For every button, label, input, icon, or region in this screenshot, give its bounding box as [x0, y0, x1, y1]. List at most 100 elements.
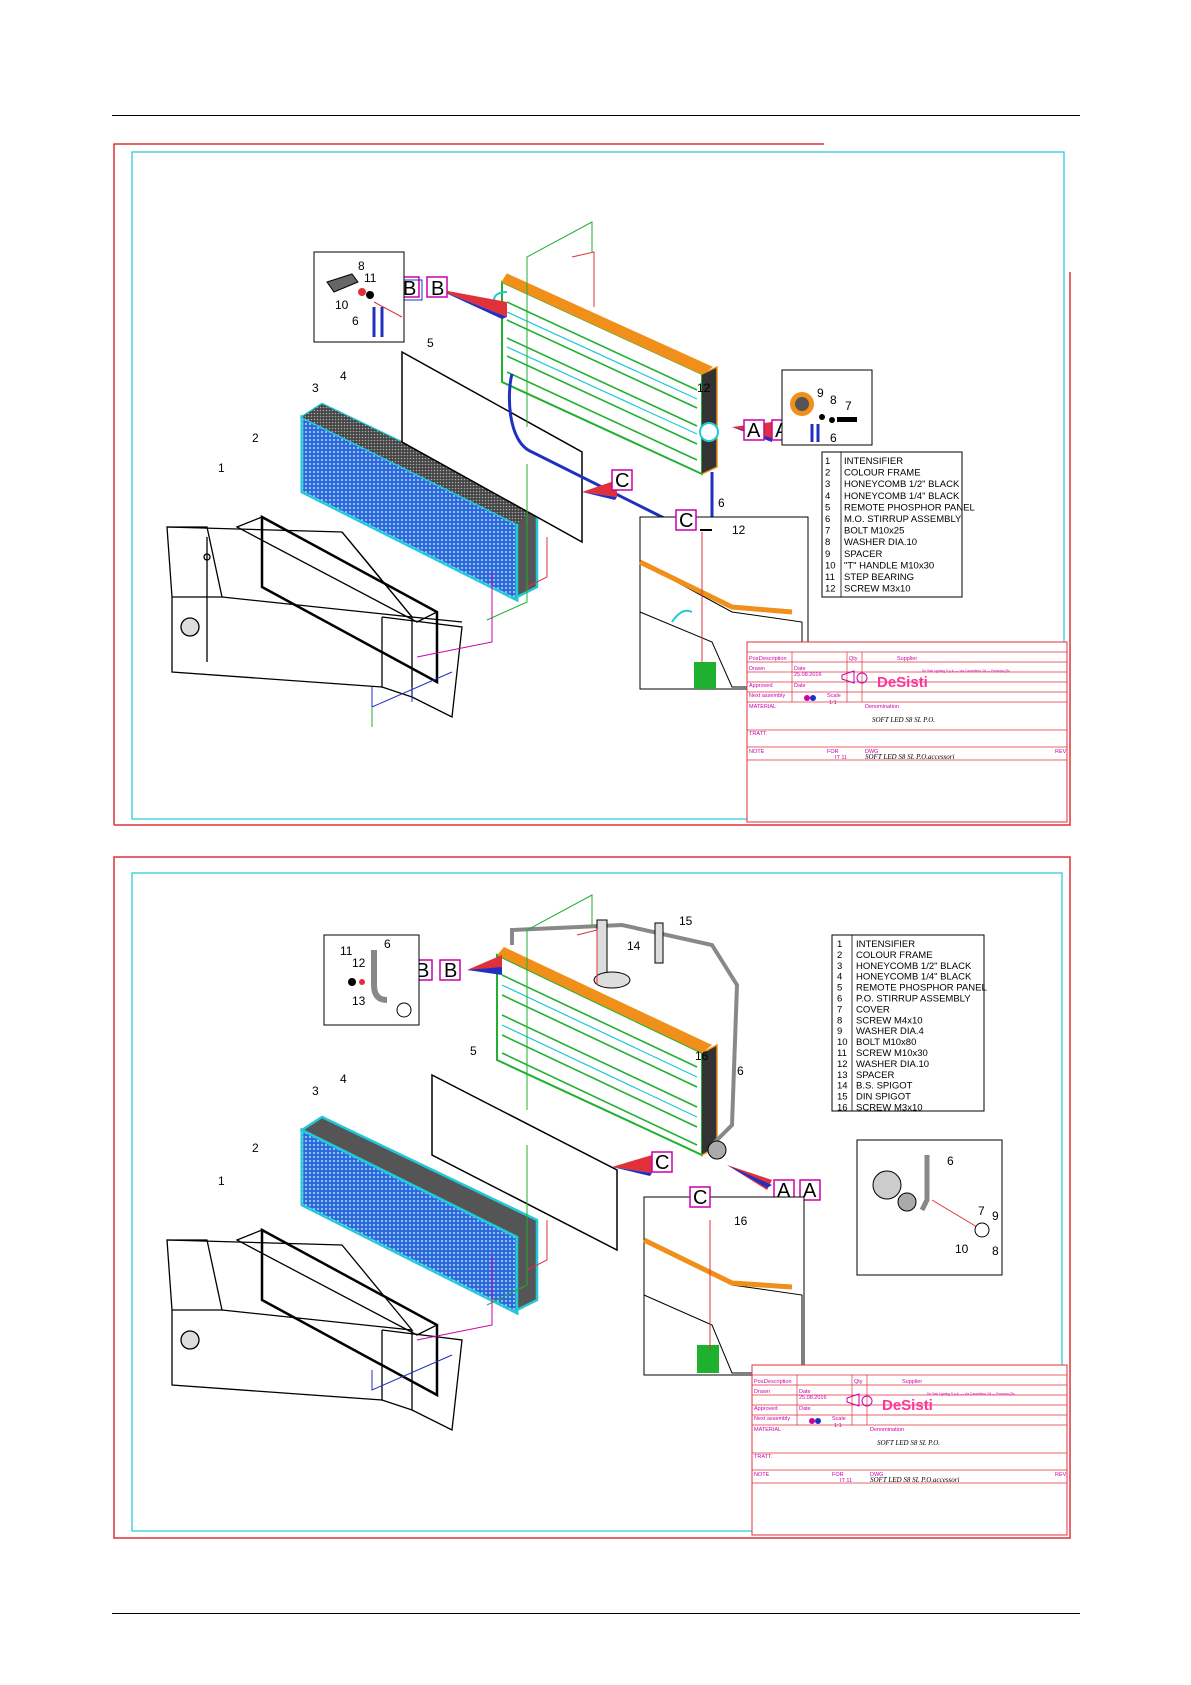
title-block-field: Description	[759, 656, 787, 662]
legend-item-number: 9	[825, 549, 830, 560]
fixture-body	[493, 273, 719, 534]
title-block-field: 1:1	[829, 700, 837, 706]
legend-item-name: SCREW M10x30	[856, 1048, 928, 1059]
svg-text:6: 6	[352, 314, 359, 328]
drawing-sheet-1: B B A A C 1 2 3 4 5 6 12 8 11 10 6	[112, 142, 1072, 827]
svg-text:C: C	[693, 1187, 707, 1209]
title-block-field: Qty	[849, 656, 858, 662]
legend-item-name: DIN SPIGOT	[856, 1092, 911, 1103]
legend-item-number: 2	[825, 468, 830, 479]
title-block-field: Scale	[827, 693, 841, 699]
legend-item-name: INTENSIFIER	[856, 939, 915, 950]
legend-item-name: REMOTE PHOSPHOR PANEL	[844, 502, 975, 513]
title-block-field: NOTE	[749, 749, 765, 755]
title-block-field: Date	[794, 666, 806, 672]
legend-item-number: 7	[825, 526, 830, 537]
title-block-field: IT 11	[840, 1478, 852, 1484]
top-rule	[112, 115, 1080, 116]
legend-item-number: 12	[825, 584, 836, 595]
legend-item-name: COVER	[856, 1004, 890, 1015]
legend-item-number: 5	[837, 983, 842, 994]
callout-b-box: B B	[398, 276, 448, 301]
title-block-field: IT 11	[835, 755, 847, 761]
legend-item-number: 16	[837, 1103, 848, 1114]
legend-item-name: P.O. STIRRUP ASSEMBLY	[856, 994, 971, 1005]
title-block-field: Drawn	[749, 666, 765, 672]
title-block-field: FOR	[827, 749, 839, 755]
part-label-4: 4	[340, 1072, 347, 1086]
title-block-field: Date	[794, 683, 806, 689]
part-label-5: 5	[427, 336, 434, 350]
legend-item-number: 6	[837, 994, 842, 1005]
title-block-field: NOTE	[754, 1472, 770, 1478]
svg-text:A: A	[803, 1180, 817, 1202]
legend-item-number: 14	[837, 1081, 848, 1092]
part-label-14: 14	[627, 939, 641, 953]
colour-frame-part	[235, 514, 439, 685]
drawing-number: SOFT LED S8 SL P.O.accessori	[870, 1476, 960, 1484]
part-label-15: 15	[679, 914, 693, 928]
title-block-field: Drawn	[754, 1389, 770, 1395]
detail-c-box: C 16	[642, 1186, 805, 1376]
title-block-field: DWG	[870, 1472, 883, 1478]
bottom-rule	[112, 1613, 1080, 1614]
svg-text:6: 6	[384, 937, 391, 951]
legend-item-name: COLOUR FRAME	[844, 468, 921, 479]
legend-item-number: 8	[837, 1015, 842, 1026]
svg-text:8: 8	[992, 1244, 999, 1258]
title-block-field: 25.08.2016	[794, 672, 822, 678]
drawing-sheet-2: B B A A C 1 2 3 4 5 6 14 15 16 11 12 13 …	[112, 855, 1072, 1540]
legend-item-name: HONEYCOMB 1/4" BLACK	[844, 491, 960, 502]
svg-text:B: B	[431, 278, 444, 300]
legend-item-name: B.S. SPIGOT	[856, 1081, 913, 1092]
legend-item-name: HONEYCOMB 1/4" BLACK	[856, 972, 972, 983]
legend-item-number: 4	[837, 972, 842, 983]
remote-phosphor-panel-part	[431, 1073, 618, 1252]
title-block-field: REV	[1055, 1472, 1067, 1478]
svg-text:13: 13	[352, 994, 366, 1008]
svg-text:B: B	[444, 960, 457, 982]
title-block-field: TRATT.	[754, 1454, 773, 1460]
company-logo: DeSisti	[877, 674, 928, 691]
title-block-field: Pos.	[754, 1379, 765, 1385]
legend-item-number: 10	[825, 560, 836, 571]
legend-item-number: 3	[825, 479, 830, 490]
part-label-4: 4	[340, 369, 347, 383]
svg-text:11: 11	[340, 944, 353, 958]
drawing-number: SOFT LED S8 SL P.O.accessori	[865, 753, 955, 761]
svg-text:9: 9	[817, 386, 824, 400]
legend-item-number: 7	[837, 1004, 842, 1015]
remote-phosphor-panel-part	[401, 350, 583, 544]
sheet-border-cyan	[131, 151, 1065, 820]
honeycomb-quarter-inch-part	[299, 1115, 539, 1313]
svg-text:16: 16	[734, 1214, 748, 1228]
callout-c-arrow	[582, 480, 617, 500]
company-address: De Sisti Lighting S.p.A. — Via Cancellie…	[927, 1392, 1015, 1396]
legend-item-name: BOLT M10x25	[844, 526, 904, 537]
svg-text:C: C	[655, 1152, 669, 1174]
legend-item-number: 4	[825, 491, 830, 502]
svg-text:8: 8	[830, 393, 837, 407]
svg-text:12: 12	[352, 956, 366, 970]
legend-item-name: WASHER DIA.4	[856, 1026, 924, 1037]
legend-item-name: HONEYCOMB 1/2" BLACK	[844, 479, 960, 490]
title-block-field: DWG	[865, 749, 878, 755]
title-block-field: Qty	[854, 1379, 863, 1385]
detail-a-box: 9 8 7 6	[781, 369, 873, 446]
svg-text:9: 9	[992, 1209, 999, 1223]
legend-item-name: SCREW M3x10	[844, 584, 911, 595]
sheet-border-red	[113, 143, 824, 825]
title-block-field: MATERIAL	[749, 704, 776, 710]
colour-frame-part	[235, 1227, 439, 1398]
title-block-field: Description	[764, 1379, 792, 1385]
part-label-6: 6	[737, 1064, 744, 1078]
callout-c-box: C	[611, 469, 633, 492]
svg-text:7: 7	[978, 1204, 985, 1218]
title-block-field: Next assembly	[749, 693, 785, 699]
title-block-field: Supplier	[902, 1379, 922, 1385]
svg-text:12: 12	[732, 523, 746, 537]
svg-text:7: 7	[845, 399, 852, 413]
